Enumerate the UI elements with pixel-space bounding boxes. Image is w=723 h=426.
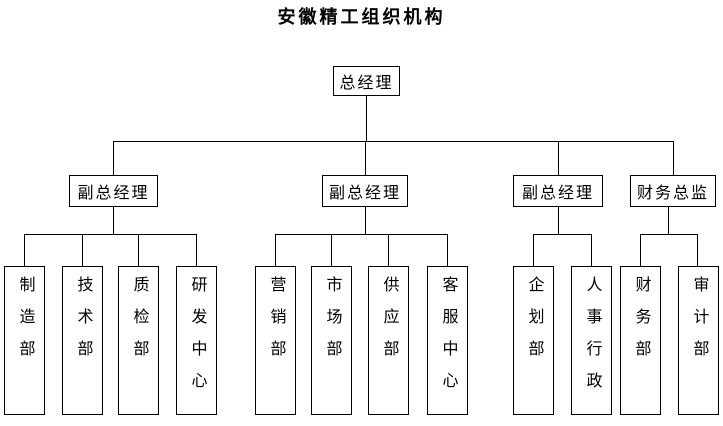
connector-drop-planning [533, 234, 534, 266]
node-general-manager: 总经理 [333, 66, 400, 96]
node-dept-planning: 企划部 [513, 266, 554, 415]
node-label: 审计部 [690, 276, 708, 372]
node-label: 客服中心 [439, 276, 457, 404]
node-dept-finance: 财务部 [620, 266, 661, 415]
node-dept-audit: 审计部 [678, 266, 719, 415]
node-label: 财务总监 [636, 185, 709, 202]
node-deputy-gm-3: 副总经理 [513, 175, 603, 207]
connector-bus-group4 [640, 234, 698, 235]
connector-parent-drop-group4 [668, 207, 669, 235]
connector-drop-technology [82, 234, 83, 266]
connector-bus-group1 [24, 234, 197, 235]
node-dept-supply: 供应部 [368, 266, 409, 415]
node-label: 财务部 [632, 276, 650, 372]
connector-parent-drop-group2 [365, 207, 366, 235]
connector-root-drop [366, 96, 367, 142]
connector-drop-deputy-gm-2 [365, 141, 366, 175]
connector-drop-deputy-gm-1 [113, 141, 114, 175]
connector-drop-supply [388, 234, 389, 266]
node-dept-market: 市场部 [311, 266, 352, 415]
node-label: 营销部 [267, 276, 285, 372]
node-label: 质检部 [130, 276, 148, 372]
node-label: 市场部 [323, 276, 341, 372]
node-dept-customer-service-center: 客服中心 [427, 266, 468, 415]
connector-bus-group3 [533, 234, 592, 235]
connector-drop-customer-service [447, 234, 448, 266]
connector-drop-finance-director [673, 141, 674, 175]
connector-parent-drop-group1 [113, 207, 114, 235]
node-dept-hr-admin: 人事行政 [571, 266, 612, 415]
node-label: 制造部 [16, 276, 34, 372]
node-label: 副总经理 [77, 185, 150, 202]
node-dept-quality-inspection: 质检部 [118, 266, 159, 415]
node-label: 人事行政 [583, 276, 601, 404]
node-dept-marketing: 营销部 [255, 266, 296, 415]
node-finance-director: 财务总监 [630, 175, 716, 207]
connector-drop-quality-inspection [138, 234, 139, 266]
connector-drop-deputy-gm-3 [558, 141, 559, 175]
node-dept-technology: 技术部 [62, 266, 103, 415]
node-label: 副总经理 [328, 185, 401, 202]
connector-bus-group2 [275, 234, 448, 235]
connector-drop-hr-admin [591, 234, 592, 266]
connector-drop-rnd-center [196, 234, 197, 266]
node-dept-rnd-center: 研发中心 [176, 266, 217, 415]
node-dept-manufacturing: 制造部 [4, 266, 45, 415]
node-label: 企划部 [525, 276, 543, 372]
node-deputy-gm-2: 副总经理 [322, 175, 408, 207]
node-label: 总经理 [339, 75, 394, 92]
connector-drop-market [331, 234, 332, 266]
node-label: 副总经理 [521, 185, 594, 202]
connector-drop-manufacturing [24, 234, 25, 266]
connector-drop-audit [697, 234, 698, 266]
node-label: 技术部 [74, 276, 92, 372]
connector-parent-drop-group3 [558, 207, 559, 235]
connector-drop-finance [640, 234, 641, 266]
node-deputy-gm-1: 副总经理 [69, 175, 158, 207]
connector-level2-bus [113, 141, 673, 142]
chart-title: 安徽精工组织机构 [277, 7, 446, 27]
node-label: 供应部 [380, 276, 398, 372]
connector-drop-marketing [275, 234, 276, 266]
node-label: 研发中心 [188, 276, 206, 404]
